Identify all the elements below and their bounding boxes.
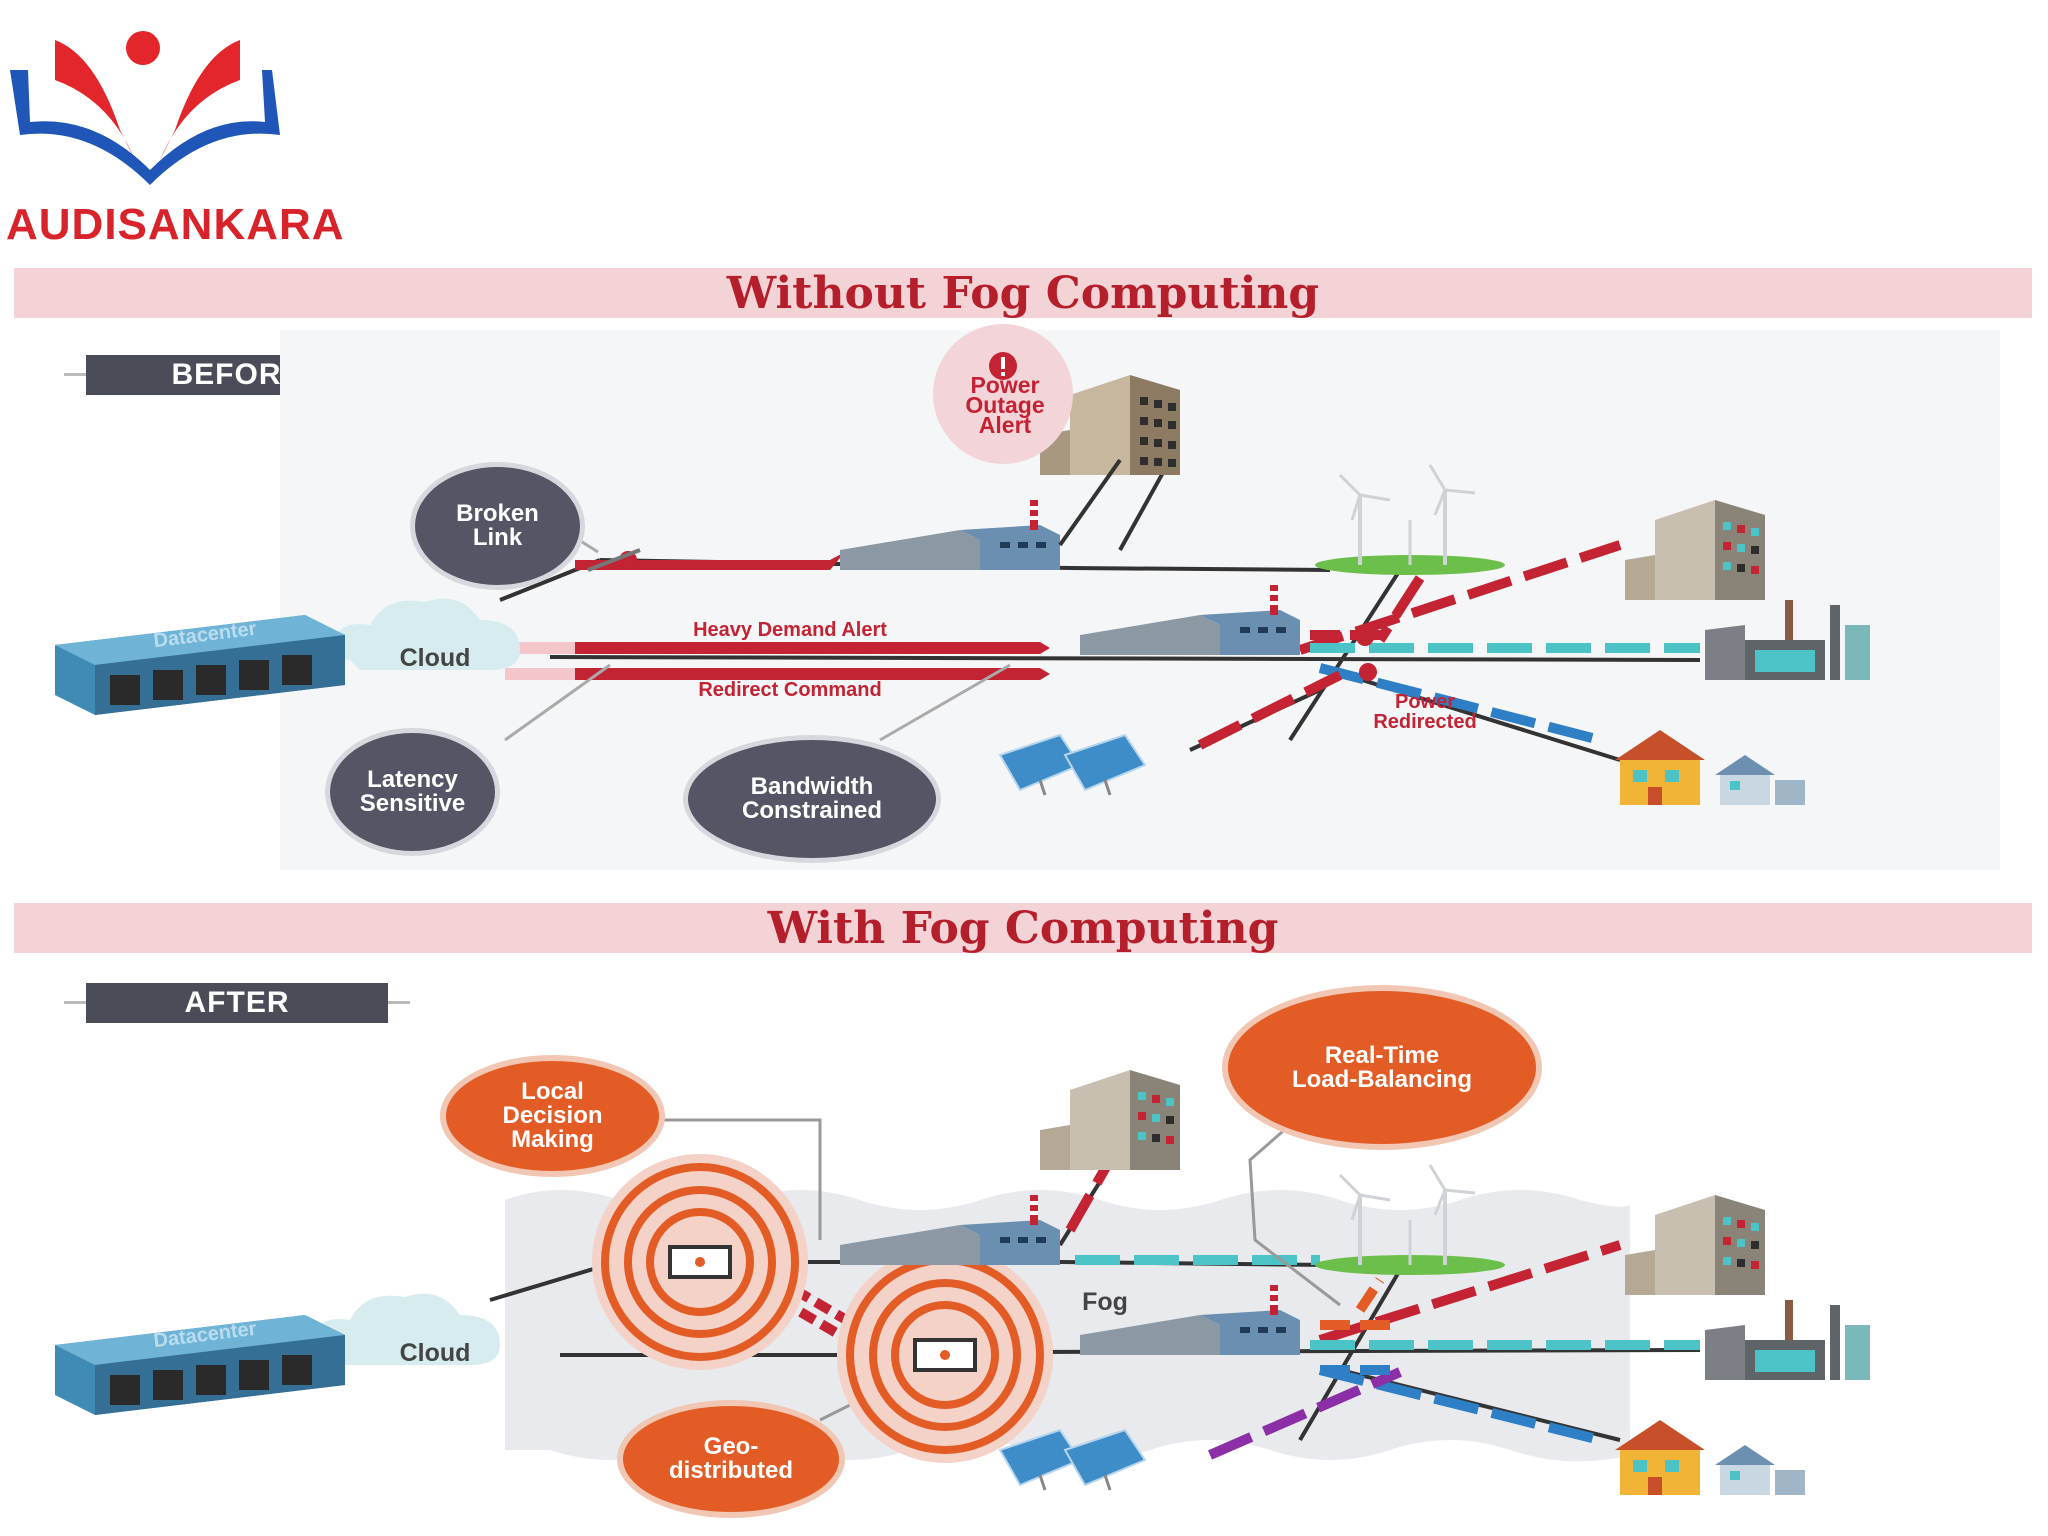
break-x-icon (1359, 663, 1377, 681)
geo-distributed-bubble: Geo- distributed (617, 1400, 845, 1518)
section-banner-without-fog: Without Fog Computing (14, 268, 2032, 319)
local-decision-bubble: Local Decision Making (440, 1055, 665, 1177)
section-title-with-fog: With Fog Computing (767, 903, 1279, 954)
power-redirected-label: Power Redirected (1373, 691, 1477, 733)
broken-link-icon (587, 548, 641, 572)
houses-icon (1615, 1420, 1805, 1495)
apartment-building-icon (1625, 1195, 1765, 1295)
fog-label: Fog (1082, 1287, 1128, 1316)
power-outage-label: Power Outage Alert (965, 372, 1045, 438)
section-banner-with-fog: With Fog Computing (14, 903, 2032, 954)
fog-node-icon (837, 1247, 1053, 1463)
broken-link-bubble: Broken Link (410, 462, 585, 590)
before-diagram (55, 324, 2000, 870)
office-building-icon (1040, 1070, 1180, 1170)
logo-text: AUDISANKARA (6, 200, 345, 249)
cloud-label: Cloud (399, 643, 471, 672)
break-x-icon (1356, 628, 1374, 646)
industrial-plant-icon (1705, 1300, 1870, 1380)
bandwidth-constrained-bubble: Bandwidth Constrained (683, 735, 941, 863)
fog-node-icon (592, 1154, 808, 1370)
after-diagram (55, 1070, 1870, 1495)
latency-sensitive-bubble: Latency Sensitive (325, 728, 500, 856)
section-title-without-fog: Without Fog Computing (726, 268, 1320, 319)
after-tag: AFTER (64, 983, 410, 1023)
redirect-command-label: Redirect Command (698, 679, 882, 701)
logo-emblem-icon (10, 31, 280, 185)
heavy-demand-label: Heavy Demand Alert (693, 619, 887, 641)
cloud-label: Cloud (399, 1338, 471, 1367)
audisankara-logo: AUDISANKARA (0, 10, 344, 249)
load-balancing-bubble: Real-Time Load-Balancing (1222, 985, 1542, 1150)
